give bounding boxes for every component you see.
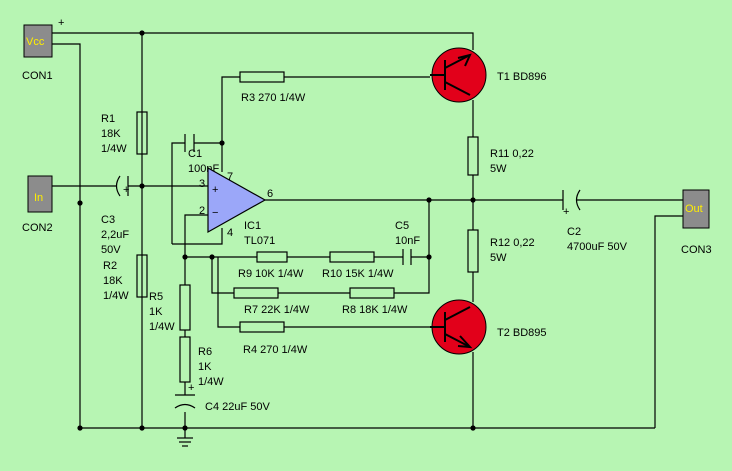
c3-capacitor [115, 175, 129, 197]
opamp-name: IC1 [244, 220, 261, 232]
con2-body-text: In [34, 192, 43, 204]
t2-transistor [430, 299, 487, 355]
c3-value: 2,2uF [101, 229, 129, 241]
r6-rating: 1/4W [198, 376, 224, 388]
con1-plus: + [58, 17, 64, 29]
r1-rating: 1/4W [101, 143, 127, 155]
r9-label: R9 10K 1/4W [238, 268, 304, 280]
c1-name: C1 [188, 148, 202, 160]
junctions [77, 30, 476, 431]
c4-plus: + [188, 382, 194, 394]
r9-body [256, 251, 288, 263]
r5-rating: 1/4W [149, 321, 175, 333]
con1-connector: Vcc + CON1 [22, 17, 64, 82]
r6-value: 1K [198, 361, 212, 373]
c3-plus: + [123, 184, 129, 196]
c5-capacitor [402, 249, 412, 265]
t2-label: T2 BD895 [497, 327, 547, 339]
r12-name: R12 0,22 [490, 237, 535, 249]
c2-value: 4700uF 50V [567, 241, 628, 253]
resistor-bodies [136, 71, 479, 383]
r2-value: 18K [103, 275, 123, 287]
opamp-pin2: 2 [199, 205, 205, 217]
con1-label: CON1 [22, 70, 53, 82]
con2-label: CON2 [22, 222, 53, 234]
c2-capacitor [562, 189, 581, 211]
r8-body [349, 287, 395, 299]
con3-connector: Out CON3 [681, 189, 712, 256]
r6-body [179, 336, 191, 383]
r6-name: R6 [198, 346, 212, 358]
c2-plus: + [563, 206, 569, 218]
r11-rating: 5W [490, 163, 507, 175]
opamp-part: TL071 [244, 235, 275, 247]
c5-name: C5 [395, 220, 409, 232]
r10-label: R10 15K 1/4W [322, 268, 394, 280]
opamp-pin4: 4 [227, 227, 233, 239]
c3-name: C3 [101, 214, 115, 226]
r5-value: 1K [149, 306, 163, 318]
r2-rating: 1/4W [103, 290, 129, 302]
r2-name: R2 [103, 260, 117, 272]
t1-label: T1 BD896 [497, 71, 547, 83]
r1-body [136, 111, 148, 155]
opamp-plus-symbol: + [212, 184, 218, 196]
r4-label: R4 270 1/4W [243, 344, 308, 356]
r3-body [239, 71, 285, 83]
c5-value: 10nF [395, 235, 420, 247]
r8-label: R8 18K 1/4W [342, 304, 408, 316]
con2-connector: In CON2 [22, 175, 53, 234]
con3-label: CON3 [681, 244, 712, 256]
r12-rating: 5W [490, 252, 507, 264]
r11-body [467, 136, 479, 176]
c1-capacitor [184, 134, 195, 152]
r10-body [329, 251, 375, 263]
con3-body-text: Out [685, 203, 703, 215]
c2-name: C2 [567, 226, 581, 238]
wires [52, 32, 683, 447]
opamp-pin7: 7 [227, 171, 233, 183]
t1-transistor [430, 47, 487, 103]
r3-label: R3 270 1/4W [241, 92, 306, 104]
r7-body [233, 287, 279, 299]
r12-body [467, 229, 479, 273]
con1-body-text: Vcc [26, 36, 45, 48]
r5-name: R5 [149, 291, 163, 303]
c4-label: C4 22uF 50V [205, 401, 270, 413]
c4-capacitor [174, 394, 196, 409]
r4-body [239, 321, 285, 333]
r2-body [136, 254, 148, 298]
r11-name: R11 0,22 [490, 148, 534, 160]
opamp-pin6: 6 [267, 188, 273, 200]
opamp-pin3: 3 [199, 178, 205, 190]
c3-rating: 50V [101, 244, 121, 256]
r1-value: 18K [101, 128, 121, 140]
opamp-minus-symbol: − [212, 207, 218, 219]
r1-name: R1 [101, 113, 115, 125]
opamp-ic1: + − [207, 166, 267, 234]
r7-label: R7 22K 1/4W [244, 304, 310, 316]
r5-body [179, 284, 191, 331]
